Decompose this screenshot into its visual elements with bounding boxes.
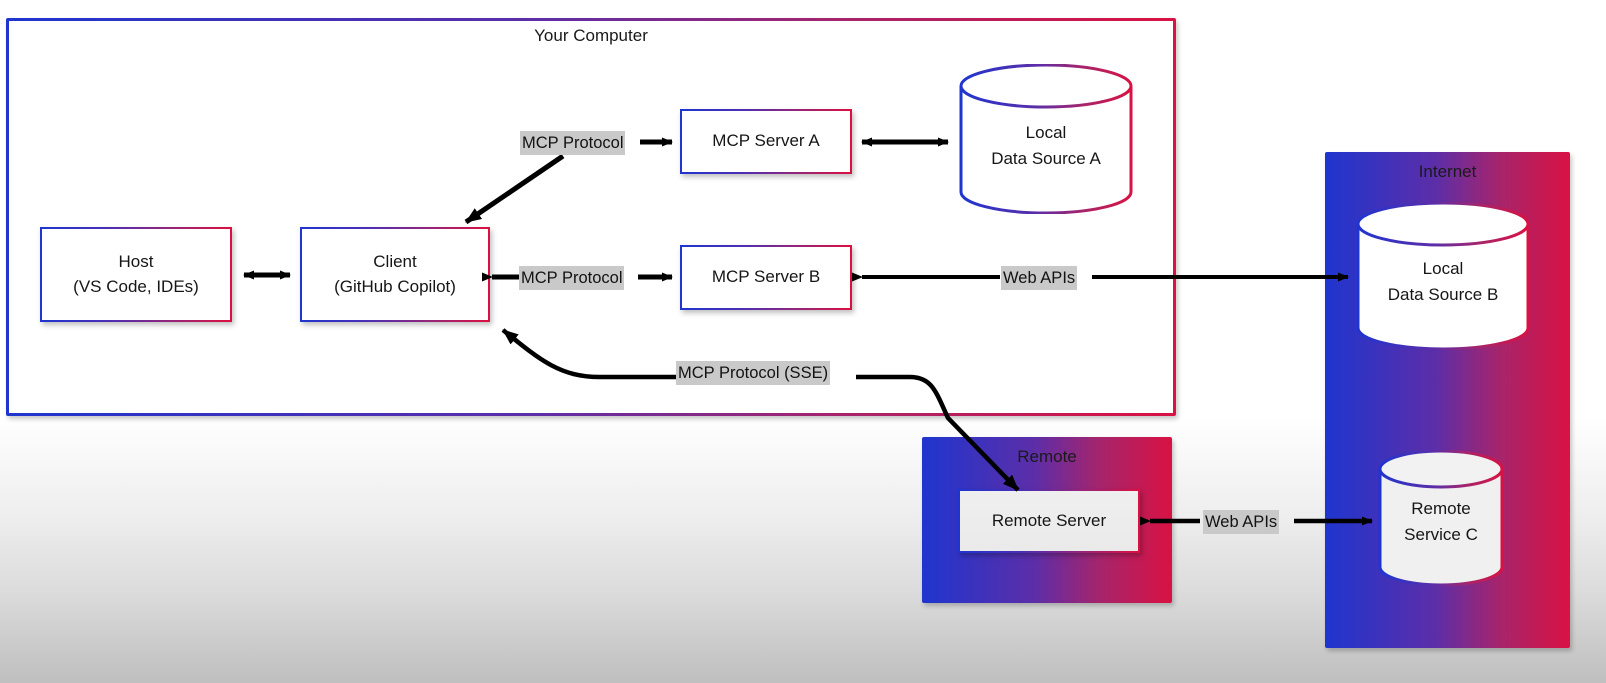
node-mcp-server-b-label: MCP Server B — [711, 267, 821, 287]
node-mcp-server-a-label: MCP Server A — [712, 131, 820, 151]
arrow-mcp-protocol-a-to-client — [464, 153, 565, 225]
node-host[interactable]: Host (VS Code, IDEs) — [40, 227, 232, 322]
edge-label-mcp-protocol-a: MCP Protocol — [520, 131, 626, 155]
node-client-line-2: (GitHub Copilot) — [334, 276, 456, 296]
cylinder-shape-a — [959, 63, 1133, 215]
edge-label-web-apis-b: Web APIs — [1001, 266, 1078, 290]
cylinder-shape-c — [1378, 449, 1504, 587]
node-remote-server-label: Remote Server — [991, 510, 1107, 530]
edge-label-mcp-protocol-sse: MCP Protocol (SSE) — [676, 361, 831, 385]
edge-label-mcp-protocol-b: MCP Protocol — [519, 266, 625, 290]
node-client-line-1: Client — [373, 252, 417, 272]
node-remote-server[interactable]: Remote Server — [958, 489, 1140, 553]
container-remote-label: Remote — [1017, 447, 1077, 466]
node-mcp-server-b[interactable]: MCP Server B — [680, 245, 852, 310]
arrow-mcp-sse-to-remote-server — [856, 374, 1020, 492]
node-host-line-1: Host — [118, 252, 154, 272]
container-internet-label: Internet — [1418, 162, 1477, 181]
node-host-line-2: (VS Code, IDEs) — [73, 276, 199, 296]
container-your-computer-label: Your Computer — [534, 26, 648, 45]
edge-label-web-apis-c: Web APIs — [1203, 510, 1280, 534]
node-mcp-server-a[interactable]: MCP Server A — [680, 109, 852, 174]
arrow-mcp-sse-to-client — [501, 328, 678, 380]
node-client[interactable]: Client (GitHub Copilot) — [300, 227, 490, 322]
cylinder-shape-b — [1356, 201, 1530, 351]
